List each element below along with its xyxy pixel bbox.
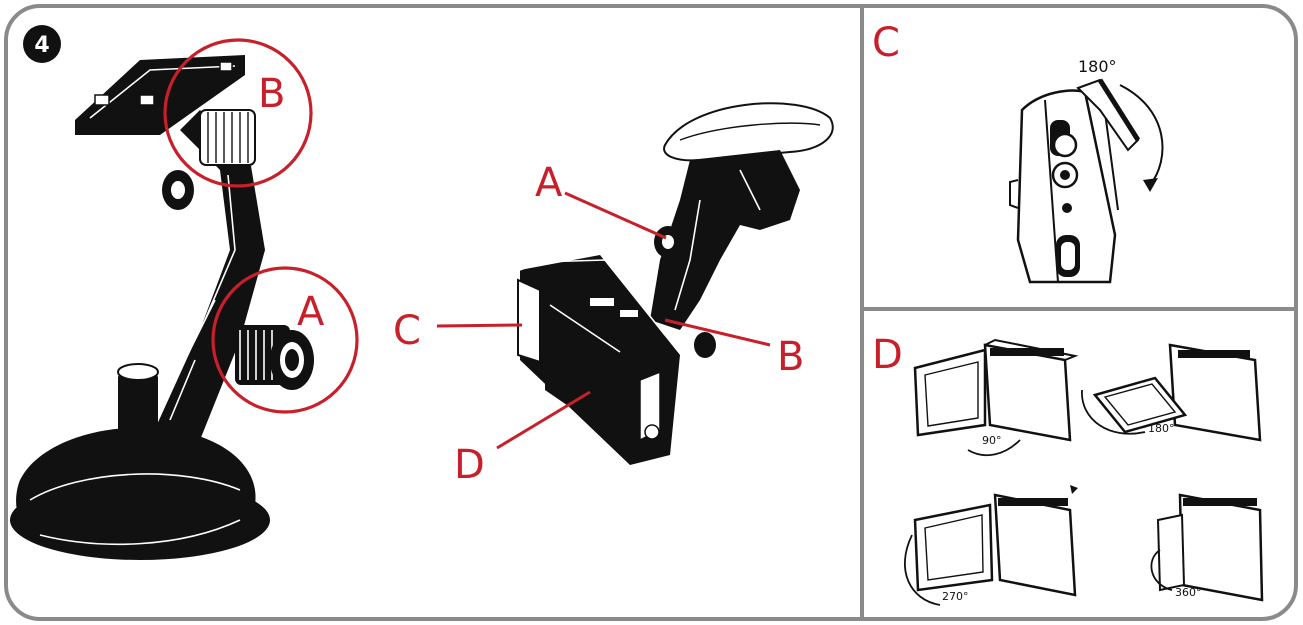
main-label-b: B	[777, 334, 804, 380]
circle-number-icon	[23, 25, 61, 63]
main-label-a: A	[535, 160, 563, 206]
callout-circle-b	[163, 38, 313, 188]
pointer-line-a	[564, 191, 667, 240]
marker-triangle	[1070, 485, 1078, 494]
panel-c-letter: C	[872, 20, 900, 66]
step-badge: 4	[23, 25, 61, 63]
camera-view-90: 90°	[913, 338, 1079, 457]
angle-label-360: 360°	[1175, 586, 1202, 599]
camera-view-180: 180°	[1081, 343, 1262, 442]
angle-label-270: 270°	[942, 590, 969, 603]
panel-c: C 180°	[872, 20, 1164, 284]
pointer-line-b	[664, 318, 771, 347]
pointer-line-d	[496, 390, 591, 450]
camera-view-360: 360°	[1150, 493, 1264, 602]
panel-c-angle: 180°	[1078, 57, 1117, 76]
suction-mount-illustration: B A	[10, 38, 359, 570]
angle-label-90: 90°	[982, 434, 1002, 447]
angle-label-180: 180°	[1148, 422, 1175, 435]
main-label-c: C	[393, 308, 421, 354]
camera-on-mount-illustration: A B C D	[393, 102, 834, 488]
camera-view-270: 270°	[903, 493, 1077, 606]
panel-d: D 90° 180° 270°	[872, 332, 1264, 606]
pointer-line-c	[436, 323, 523, 328]
step-number: 4	[34, 33, 49, 58]
main-label-d: D	[454, 442, 485, 488]
callout-label-a: A	[297, 289, 325, 335]
callout-label-b: B	[258, 71, 285, 117]
panel-frames	[4, 4, 1298, 621]
callout-circle-a	[211, 266, 359, 414]
panel-d-letter: D	[872, 332, 903, 378]
